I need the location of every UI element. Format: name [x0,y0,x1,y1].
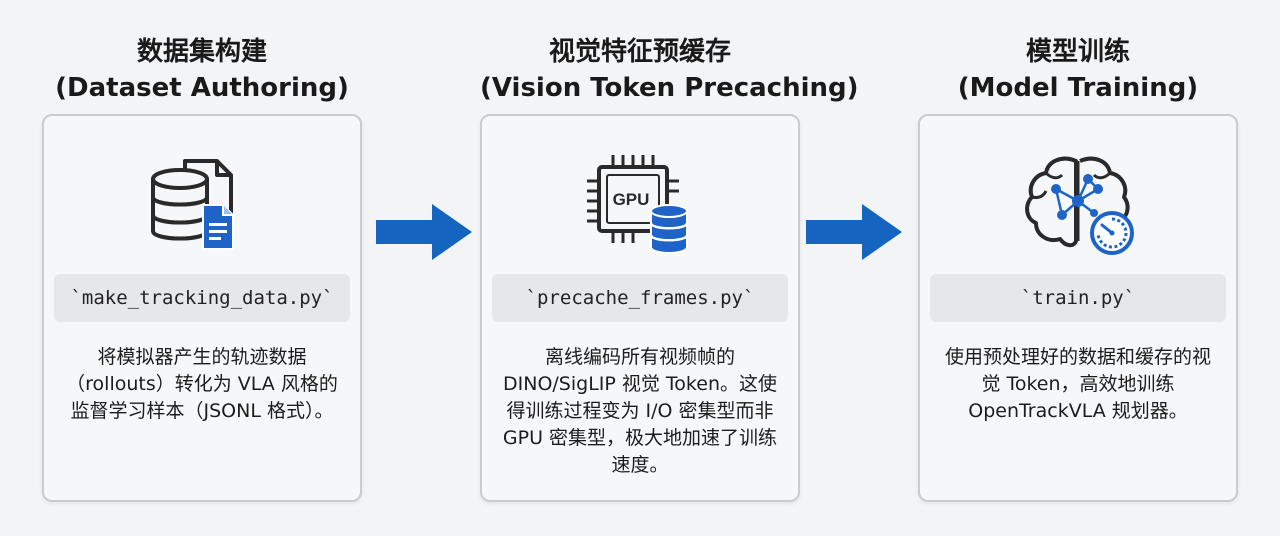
stage-title-en: (Model Training) [957,73,1199,103]
arrow-right-icon [806,204,902,260]
brain-network-icon [1025,156,1134,255]
stage-title-zh: 模型训练 [1025,37,1130,67]
script-name: `make_tracking_data.py` [54,274,350,322]
stage-title: 视觉特征预缓存 (Vision Token Precaching) [480,34,859,106]
stage-description: 离线编码所有视频帧的 DINO/SigLIP 视觉 Token。这使得训练过程变… [502,346,778,476]
stage-title-en: (Vision Token Precaching) [480,73,859,103]
gpu-chip-icon: GPU [587,155,689,254]
database-document-icon [151,159,234,250]
stage-description: 将模拟器产生的轨迹数据（rollouts）转化为 VLA 风格的监督学习样本（J… [66,346,338,422]
stage-title-zh: 数据集构建 [136,37,267,67]
stage-card: `train.py` 使用预处理好的数据和缓存的视觉 Token，高效地训练 O… [918,114,1238,502]
stage-title: 数据集构建 (Dataset Authoring) [42,34,362,106]
stage-title-en: (Dataset Authoring) [55,73,349,103]
script-name: `train.py` [930,274,1226,322]
stage-title-zh: 视觉特征预缓存 [548,37,731,67]
stage-description: 使用预处理好的数据和缓存的视觉 Token，高效地训练 OpenTrackVLA… [944,346,1211,422]
arrow-right-icon [376,204,472,260]
stage-card: `make_tracking_data.py` 将模拟器产生的轨迹数据（roll… [42,114,362,502]
stage-card: GPU `precache_frames.py` 离线编码所有视频帧的 DINO… [480,114,800,502]
gpu-label: GPU [613,190,650,209]
stage-title: 模型训练 (Model Training) [918,34,1238,106]
script-name: `precache_frames.py` [492,274,788,322]
